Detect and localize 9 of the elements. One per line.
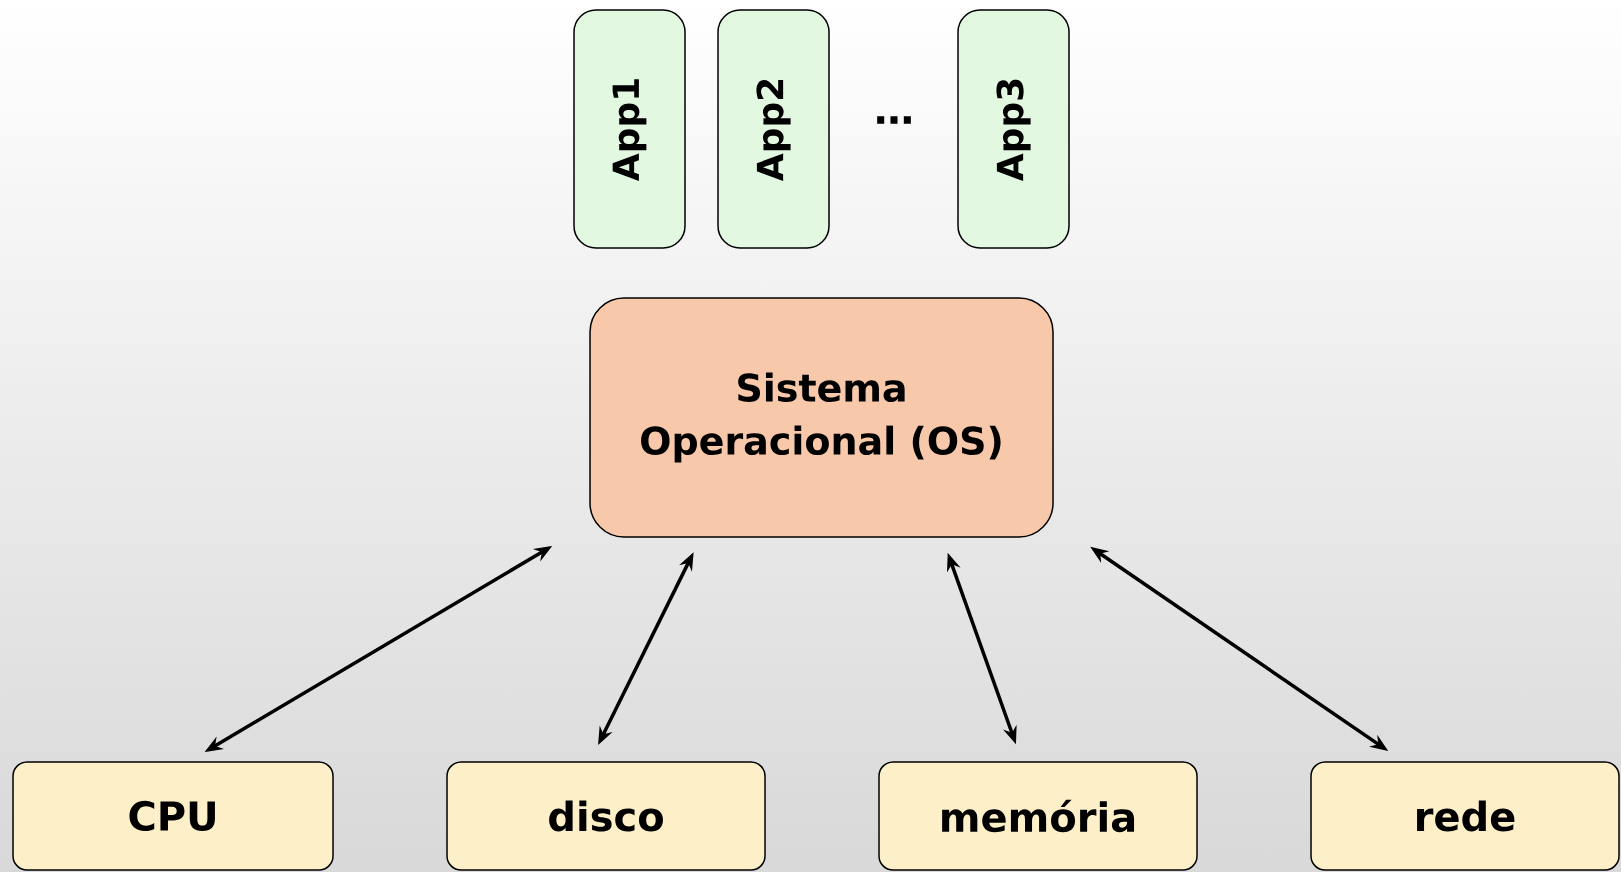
device-box: memória	[878, 761, 1198, 871]
ellipsis: …	[877, 116, 911, 124]
app-box: App3	[957, 9, 1070, 249]
device-box: rede	[1310, 761, 1620, 871]
app-box: App1	[573, 9, 686, 249]
os-box: Sistema Operacional (OS)	[589, 297, 1054, 538]
device-box: disco	[446, 761, 766, 871]
app-box: App2	[717, 9, 830, 249]
device-box: CPU	[12, 761, 334, 871]
